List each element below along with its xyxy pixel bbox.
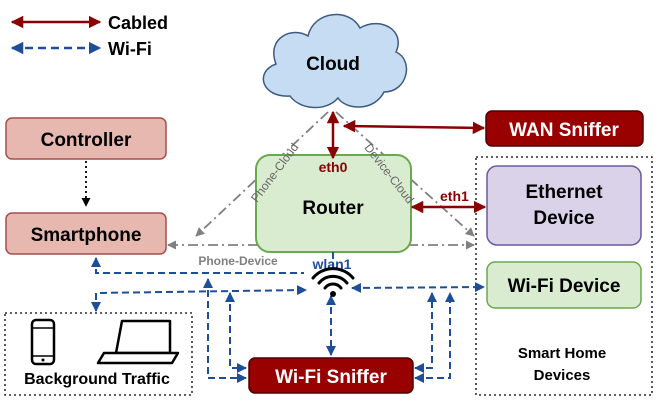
- ethernet-device-label-line1: Ethernet: [525, 182, 603, 203]
- wifi-sniffer-label: Wi-Fi Sniffer: [275, 367, 387, 388]
- router-label: Router: [302, 198, 364, 219]
- ethernet-device-label-line2: Device: [533, 208, 594, 229]
- background-wifi-link: [91, 285, 307, 312]
- wan-sniffer-box: [485, 110, 644, 147]
- wan-sniffer-node: WAN Sniffer: [485, 110, 644, 147]
- wifi-sniffer-box: [248, 357, 414, 394]
- cloud-shape: [262, 13, 408, 109]
- background-traffic-label: Background Traffic: [24, 371, 170, 388]
- wifi-device-label: Wi-Fi Device: [508, 276, 621, 297]
- cloud-wan-sniffer-cable: [342, 119, 486, 135]
- wifi-links: [91, 252, 485, 383]
- laptop-icon: [96, 319, 180, 365]
- smartphone-label: Smartphone: [31, 225, 142, 246]
- controller-box: [5, 117, 167, 160]
- smartphone-box: [5, 212, 167, 255]
- left-sniffer-loop-outer: [203, 278, 247, 383]
- wlan1-label: wlan1: [312, 256, 352, 272]
- right-sniffer-loop-outer: [414, 292, 455, 383]
- ethernet-device-node: Ethernet Device: [486, 165, 642, 246]
- cloud-node: Cloud: [262, 13, 408, 109]
- wifi-sniffer-node: Wi-Fi Sniffer: [248, 357, 414, 394]
- smartphone-upper-wifi-link: [91, 257, 304, 274]
- cabled-links: [326, 110, 487, 214]
- smartphone-node: Smartphone: [5, 212, 167, 255]
- legend-wifi-label: Wi-Fi: [108, 39, 152, 59]
- legend: Cabled Wi-Fi: [10, 13, 168, 59]
- traffic-flows: [167, 111, 475, 250]
- cloud-label: Cloud: [306, 54, 360, 75]
- wifi-device-node: Wi-Fi Device: [486, 261, 642, 309]
- left-sniffer-loop-inner: [225, 292, 247, 373]
- wifi-signal-icon: [311, 267, 355, 297]
- smart-home-devices-group: [475, 156, 653, 396]
- legend-cabled-label: Cabled: [108, 13, 168, 33]
- smart-home-label-line1: Smart Home: [518, 345, 606, 362]
- eth0-label: eth0: [319, 159, 348, 175]
- smartphone-icon: [30, 318, 56, 366]
- device-cloud-flow: [335, 111, 475, 237]
- controller-label: Controller: [41, 130, 132, 151]
- phone-device-label: Phone-Device: [198, 254, 278, 268]
- ethernet-device-box: [486, 165, 642, 246]
- background-traffic-group: [4, 312, 193, 396]
- wifi-device-link: [351, 282, 485, 293]
- controller-node: Controller: [5, 117, 167, 160]
- smart-home-label-line2: Devices: [534, 367, 591, 384]
- wifi-device-box: [486, 261, 642, 309]
- wan-sniffer-label: WAN Sniffer: [509, 120, 619, 141]
- right-sniffer-loop-inner: [414, 292, 437, 373]
- eth1-label: eth1: [440, 188, 469, 204]
